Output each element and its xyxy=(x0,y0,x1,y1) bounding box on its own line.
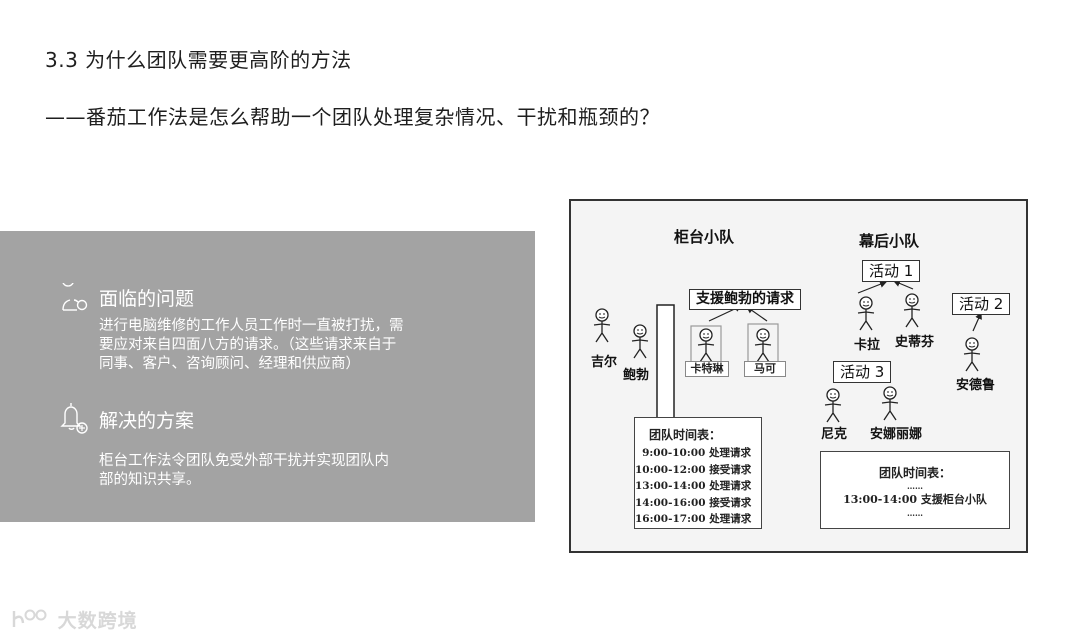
person-name: 安娜丽娜 xyxy=(870,427,923,442)
schedule-row: 16:00-17:00 处理请求 xyxy=(635,513,752,525)
watermark: 大数跨境 xyxy=(10,606,138,633)
person-name: 尼克 xyxy=(821,427,848,442)
person-name: 安德鲁 xyxy=(956,378,996,393)
schedule-row: 13:00-14:00 支援柜台小队 xyxy=(843,493,987,506)
support-request-box: 支援鲍勃的请求 xyxy=(689,289,801,310)
counter-schedule: 团队时间表： 9:00-10:00 处理请求 10:00-12:00 接受请求 … xyxy=(634,417,762,529)
problem-line: 进行电脑维修的工作人员工作时一直被打扰，需 xyxy=(99,318,404,334)
backstage-schedule: 团队时间表： …… 13:00-14:00 支援柜台小队 …… xyxy=(820,451,1010,529)
person-figure xyxy=(593,308,611,343)
page-subtitle: ——番茄工作法是怎么帮助一个团队处理复杂情况、干扰和瓶颈的？ xyxy=(45,105,660,129)
problem-text: 进行电脑维修的工作人员工作时一直被打扰，需 要应对来自四面八方的请求。（这些请求… xyxy=(99,317,499,374)
activity-3-label: 活动 3 xyxy=(833,361,892,383)
100-logo-icon xyxy=(12,609,47,627)
person-name: 卡拉 xyxy=(854,338,881,353)
schedule-heading: 团队时间表： xyxy=(649,428,722,442)
schedule-row: 9:00-10:00 处理请求 xyxy=(642,447,751,459)
activity-1-label: 活动 1 xyxy=(862,260,921,282)
solution-line: 部的知识共享。 xyxy=(99,472,201,488)
bell-plus-icon xyxy=(60,403,88,434)
problem-line: 同事、客户、咨询顾问、经理和供应商） xyxy=(99,356,360,372)
schedule-ellipsis: …… xyxy=(907,481,923,491)
schedule-row: 10:00-12:00 接受请求 xyxy=(635,463,752,476)
person-name: 吉尔 xyxy=(591,355,618,370)
watermark-text: 大数跨境 xyxy=(57,610,138,632)
schedule-row: 13:00-14:00 处理请求 xyxy=(635,480,752,492)
person-figure xyxy=(631,324,649,359)
person-name: 马可 xyxy=(744,361,786,377)
backstage-team-label: 幕后小队 xyxy=(859,232,920,250)
person-name: 卡特琳 xyxy=(685,361,729,377)
team-diagram: 柜台小队 幕后小队 支援鲍勃的请求 吉尔 鲍勃 卡特琳 马可 活动 1 活动 2… xyxy=(569,199,1028,553)
solution-text: 柜台工作法令团队免受外部干扰并实现团队内 部的知识共享。 xyxy=(99,452,499,490)
page-title: 3.3 为什么团队需要更高阶的方法 xyxy=(45,48,352,72)
user-search-icon xyxy=(62,283,88,311)
schedule-row: 14:00-16:00 接受请求 xyxy=(635,496,752,509)
schedule-heading: 团队时间表： xyxy=(878,466,951,480)
solution-heading: 解决的方案 xyxy=(99,410,195,432)
schedule-ellipsis: …… xyxy=(907,508,923,518)
info-panel: 面临的问题 进行电脑维修的工作人员工作时一直被打扰，需 要应对来自四面八方的请求… xyxy=(0,231,535,522)
solution-line: 柜台工作法令团队免受外部干扰并实现团队内 xyxy=(99,453,389,469)
counter-team-label: 柜台小队 xyxy=(674,228,735,246)
person-name: 鲍勃 xyxy=(623,368,650,383)
problem-heading: 面临的问题 xyxy=(99,288,195,310)
activity-2-label: 活动 2 xyxy=(952,293,1011,315)
problem-line: 要应对来自四面八方的请求。（这些请求来自于 xyxy=(99,337,397,353)
person-name: 史蒂芬 xyxy=(895,335,935,350)
